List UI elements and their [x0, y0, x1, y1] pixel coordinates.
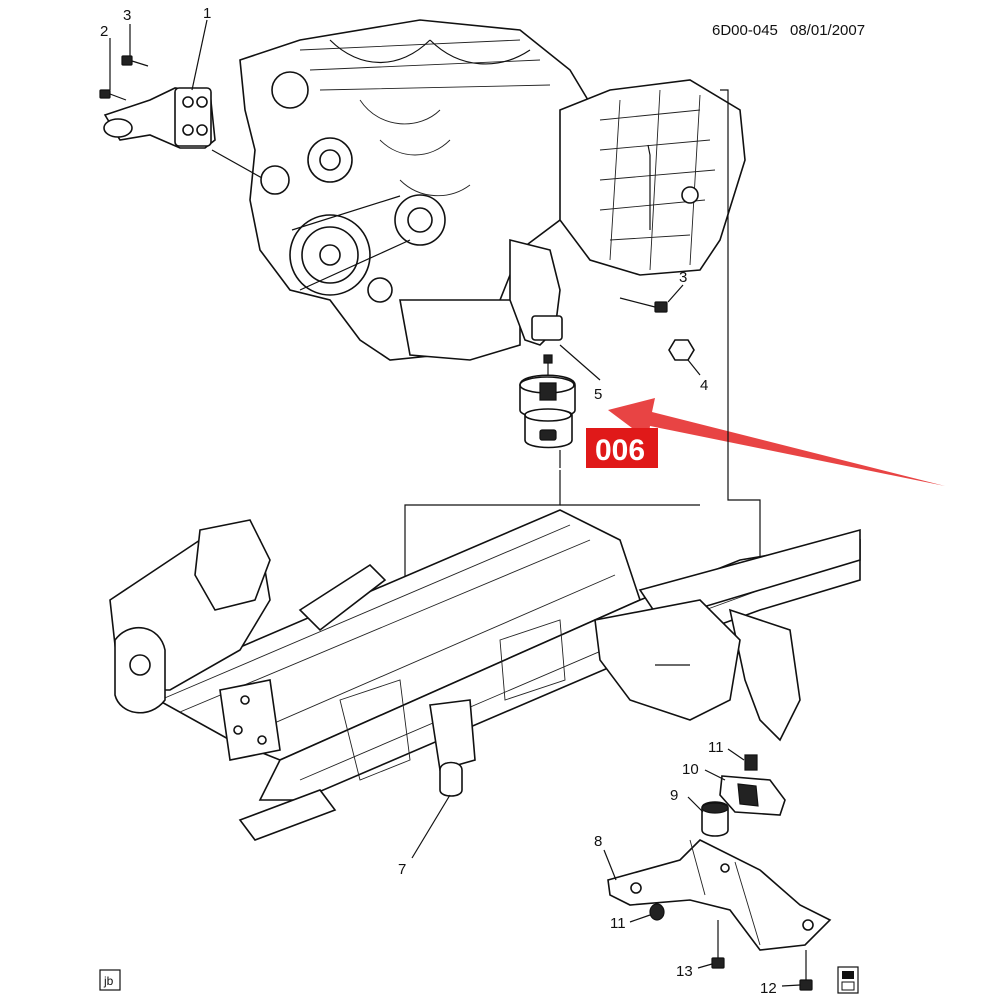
callout-3-right: 3	[679, 269, 687, 286]
crossmember-bracket-part-8	[607, 839, 832, 951]
callout-10: 10	[682, 761, 699, 778]
bolt-part-3-right	[619, 297, 668, 313]
callout-5: 5	[594, 386, 602, 403]
nut-part-4	[668, 339, 695, 361]
bolt-part-3-top	[121, 55, 149, 67]
engine-assembly	[239, 19, 601, 361]
nut-part-11-bottom	[649, 903, 665, 921]
diagram-id-text: 6D00-045	[712, 22, 778, 39]
callout-8: 8	[594, 833, 602, 850]
insulator-part-9	[701, 801, 729, 837]
jb-box	[99, 969, 121, 991]
nut-part-11-top	[744, 754, 758, 771]
red-pointer-arrow	[608, 398, 945, 486]
transmission-assembly	[559, 79, 746, 276]
engine-mount-bracket-part-1	[103, 87, 263, 179]
transmission-mount-part-10	[719, 775, 786, 816]
vehicle-orientation-icon	[837, 966, 859, 994]
bolt-part-12	[799, 950, 813, 991]
chassis-frame	[109, 509, 861, 841]
callout-2: 2	[100, 23, 108, 40]
callout-11-top: 11	[708, 739, 724, 756]
callout-9: 9	[670, 787, 678, 804]
callout-4: 4	[700, 377, 708, 394]
callout-11-bottom: 11	[610, 915, 626, 932]
part-number-badge-text: 006	[595, 434, 645, 467]
diagram-date-text: 08/01/2007	[790, 22, 865, 39]
callout-1: 1	[203, 5, 211, 22]
transmission-mount-bracket-part-5	[509, 238, 563, 346]
bolt-part-13	[711, 920, 725, 969]
callout-12: 12	[760, 980, 777, 997]
jb-label: jb	[103, 974, 114, 988]
part-number-badge	[586, 428, 658, 468]
engine-mount-insulator	[519, 354, 576, 468]
bolt-part-2	[99, 89, 127, 101]
callout-3-top: 3	[123, 7, 131, 24]
callout-7: 7	[398, 861, 406, 878]
callout-13: 13	[676, 963, 693, 980]
